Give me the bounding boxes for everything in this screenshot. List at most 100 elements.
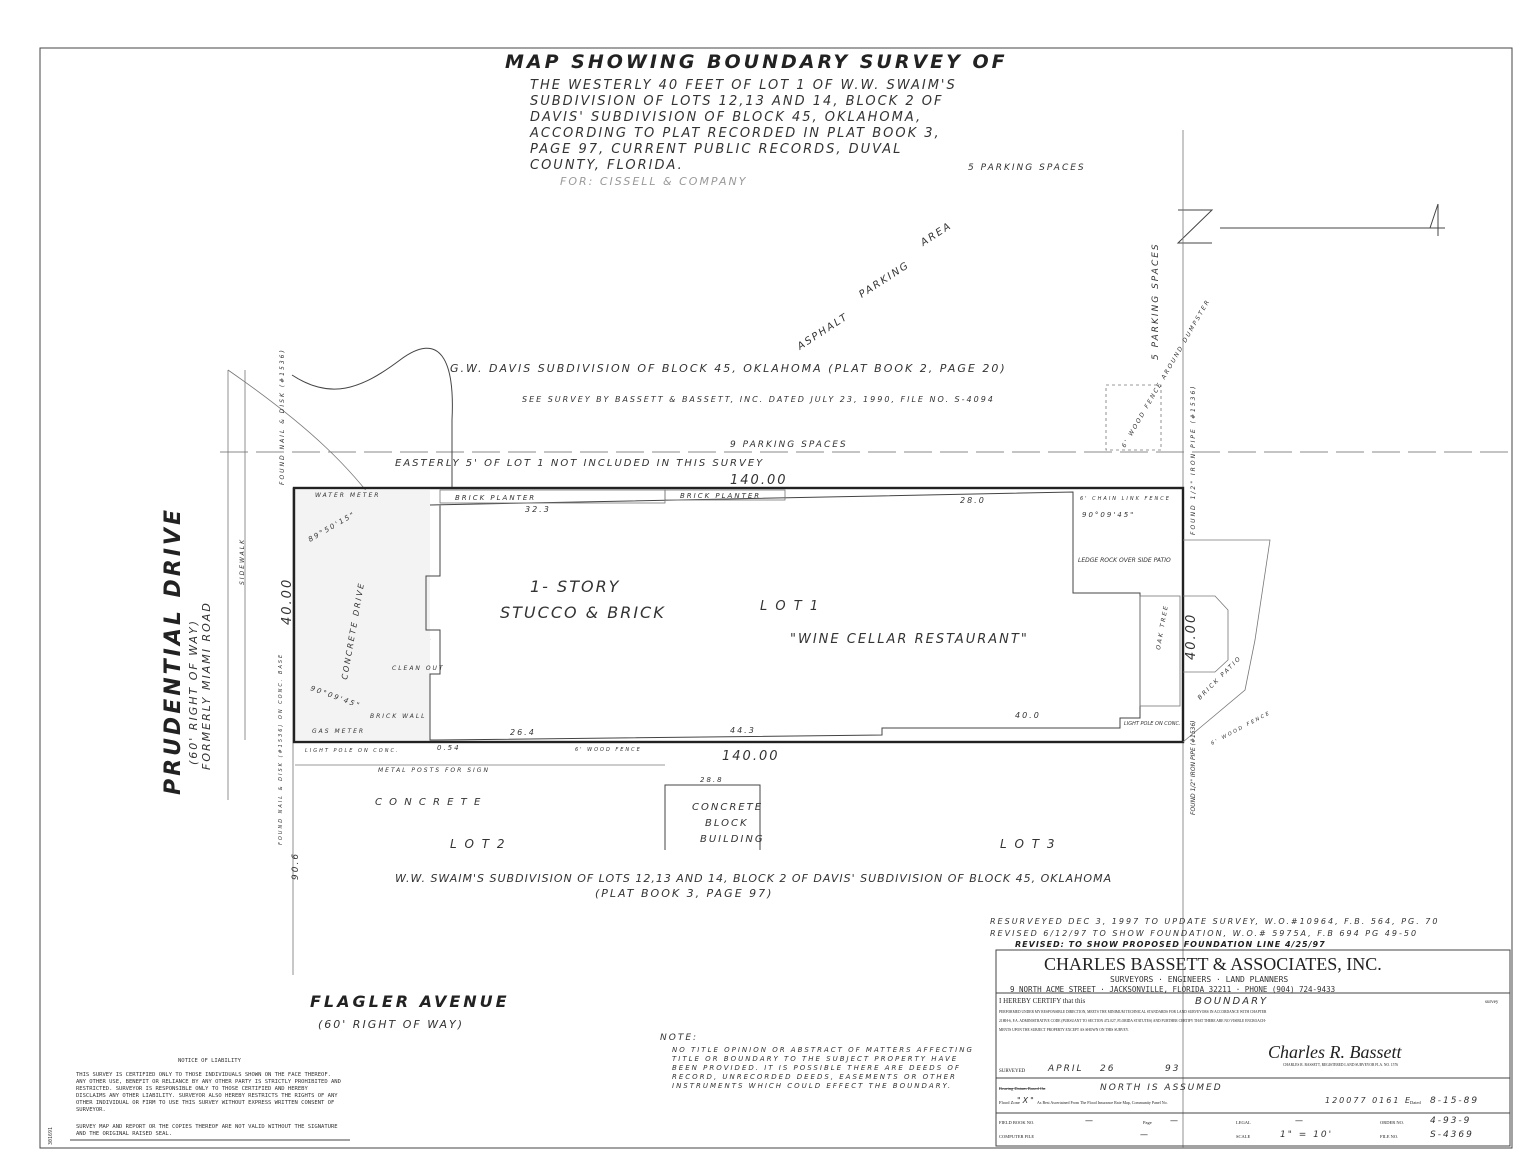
title-heading: MAP SHOWING BOUNDARY SURVEY OF xyxy=(505,51,1008,73)
title-block: CHARLES BASSETT & ASSOCIATES, INC. SURVE… xyxy=(995,949,1511,1147)
bearing-value: NORTH IS ASSUMED xyxy=(1100,1083,1223,1093)
parking-word: PARKING xyxy=(857,260,912,301)
map-title: MAP SHOWING BOUNDARY SURVEY OF THE WESTE… xyxy=(505,51,1008,188)
note-line: NO TITLE OPINION OR ABSTRACT OF MATTERS … xyxy=(672,1046,974,1054)
dim-label: 28.8 xyxy=(700,776,724,784)
registration-text: CHARLES R. BASSETT, REGISTERED LAND SURV… xyxy=(1283,1063,1398,1068)
restaurant-label: "WINE CELLAR RESTAURANT" xyxy=(790,632,1029,647)
liability-line: SURVEYOR. xyxy=(76,1107,106,1113)
dumpster-fence-label: 6' WOOD FENCE AROUND DUMPSTER xyxy=(1121,298,1212,449)
seal-note-line: SURVEY MAP AND REPORT OR THE COPIES THER… xyxy=(76,1124,338,1130)
surveyed-label: SURVEYED xyxy=(999,1069,1026,1074)
brick-planter-label: BRICK PLANTER xyxy=(680,492,761,500)
lot2-label: L O T 2 xyxy=(450,837,507,851)
north-subdivision-label: G.W. DAVIS SUBDIVISION OF BLOCK 45, OKLA… xyxy=(450,362,1007,375)
certify-suffix: survey xyxy=(1485,1000,1499,1005)
file-value: S-4369 xyxy=(1430,1130,1474,1140)
liability-line: THIS SURVEY IS CERTIFIED ONLY TO THOSE I… xyxy=(76,1072,331,1078)
title-line: PAGE 97, CURRENT PUBLIC RECORDS, DUVAL xyxy=(530,142,902,157)
light-pole-label: LIGHT POLE ON CONC. xyxy=(305,748,400,754)
revision-line: RESURVEYED DEC 3, 1997 TO UPDATE SURVEY,… xyxy=(990,917,1440,926)
parking-label-middle: 9 PARKING SPACES xyxy=(730,440,848,450)
revision-line: REVISED 6/12/97 TO SHOW FOUNDATION, W.O.… xyxy=(990,929,1418,938)
field-book: — xyxy=(1085,1116,1095,1125)
dated-label: Dated xyxy=(1410,1100,1421,1105)
concrete-block-building xyxy=(664,784,761,850)
title-note: NOTE: NO TITLE OPINION OR ABSTRACT OF MA… xyxy=(660,1033,974,1090)
liability-line: OTHER INDIVIDUAL OR FIRM TO USE THIS SUR… xyxy=(76,1100,334,1106)
liability-heading: NOTICE OF LIABILITY xyxy=(178,1058,242,1064)
light-pole-label: LIGHT POLE ON CONC. xyxy=(1124,721,1181,727)
dim-label: 32.3 xyxy=(525,505,551,514)
building-story-label: 1- STORY xyxy=(530,577,620,596)
angle-label: 90°09'45" xyxy=(1082,511,1135,519)
panel-number: 120077 0161 E xyxy=(1325,1096,1412,1105)
found-pipe-label: FOUND 1/2" IRON PIPE (#1536) xyxy=(1190,384,1197,535)
company-services: SURVEYORS · ENGINEERS · LAND PLANNERS xyxy=(1110,975,1288,984)
block-building-label: BUILDING xyxy=(700,834,765,845)
street-former-name: FORMERLY MIAMI ROAD xyxy=(200,601,213,770)
revision-line: REVISED: TO SHOW PROPOSED FOUNDATION LIN… xyxy=(1015,940,1326,949)
brick-planter xyxy=(664,489,786,501)
client-label: FOR: CISSELL & COMPANY xyxy=(560,175,748,188)
survey-type: BOUNDARY xyxy=(1195,996,1268,1007)
margin-id: 301691 xyxy=(48,1127,54,1145)
bearing-label: Bearing Datum Based On xyxy=(999,1086,1046,1091)
metal-posts-label: METAL POSTS FOR SIGN xyxy=(378,767,490,774)
surveyed-day: 26 xyxy=(1100,1064,1115,1074)
found-nail-label: FOUND NAIL & DISK (#1536) ON CONC. BASE xyxy=(278,653,284,845)
water-meter-label: WATER METER xyxy=(315,492,380,499)
lot1-label: L O T 1 xyxy=(760,599,820,614)
drawing-border xyxy=(39,47,1513,1149)
surveyor-signature: Charles R. Bassett xyxy=(1268,1042,1402,1062)
property-boundary xyxy=(292,486,1185,744)
flood-zone-label: Flood Zone xyxy=(999,1100,1020,1105)
flood-text: As Best Ascertained From The Flood Insur… xyxy=(1037,1100,1168,1106)
easterly-note: EASTERLY 5' OF LOT 1 NOT INCLUDED IN THI… xyxy=(395,458,764,469)
dim-right: 40.00 xyxy=(1184,613,1199,660)
wood-fence-label: 6' WOOD FENCE xyxy=(1210,710,1272,747)
order-label: ORDER NO. xyxy=(1380,1120,1404,1125)
page-label: Page xyxy=(1143,1120,1152,1125)
see-survey-note: SEE SURVEY BY BASSETT & BASSETT, INC. DA… xyxy=(522,395,995,404)
street-row-west: (60' RIGHT OF WAY) xyxy=(187,619,200,765)
scale-label: SCALE xyxy=(1236,1134,1251,1139)
title-line: SUBDIVISION OF LOTS 12,13 AND 14, BLOCK … xyxy=(530,94,943,109)
legal-label: LEGAL xyxy=(1236,1120,1251,1125)
revision-notes: RESURVEYED DEC 3, 1997 TO UPDATE SURVEY,… xyxy=(990,917,1440,949)
lot3-label: L O T 3 xyxy=(1000,837,1057,851)
dim-bottom: 140.00 xyxy=(722,749,780,764)
title-line: THE WESTERLY 40 FEET OF LOT 1 OF W.W. SW… xyxy=(530,78,957,93)
certify-text: PERFORMED UNDER MY RESPONSIBLE DIRECTION… xyxy=(999,1010,1267,1015)
dim-label: 0.54 xyxy=(437,744,461,752)
scale-value: 1" = 10' xyxy=(1280,1130,1333,1140)
north-arrow-icon xyxy=(1176,203,1445,244)
dim-label: 40.0 xyxy=(1015,711,1041,720)
note-line: BEEN PROVIDED. IT IS POSSIBLE THERE ARE … xyxy=(672,1064,961,1072)
parking-label-top: 5 PARKING SPACES xyxy=(968,163,1086,173)
company-address: 9 NORTH ACME STREET · JACKSONVILLE, FLOR… xyxy=(1010,985,1335,994)
street-row-south: (60' RIGHT OF WAY) xyxy=(318,1018,464,1031)
dim-label: 28.0 xyxy=(960,496,986,505)
found-pipe-label: FOUND 1/2" IRON PIPE (#1536) xyxy=(1190,720,1197,815)
surveyed-year: 93 xyxy=(1165,1064,1180,1074)
brick-planter-label: BRICK PLANTER xyxy=(455,494,536,502)
seal-note-line: AND THE ORIGINAL RAISED SEAL. xyxy=(76,1131,172,1137)
found-nail-label: FOUND NAIL & DISK (#1536) xyxy=(279,348,286,485)
south-subdivision-label: W.W. SWAIM'S SUBDIVISION OF LOTS 12,13 A… xyxy=(395,872,1112,885)
wood-fence-right xyxy=(1182,539,1271,743)
oak-tree-label: OAK TREE xyxy=(1155,604,1170,651)
chain-link-label: 6' CHAIN LINK FENCE xyxy=(1080,496,1171,502)
brick-patio-label: BRICK PATIO xyxy=(1196,655,1243,702)
asphalt-word: ASPHALT xyxy=(795,311,851,353)
legal-value: — xyxy=(1295,1116,1305,1125)
field-book-label: FIELD BOOK NO. xyxy=(999,1120,1034,1125)
gas-meter-label: GAS METER xyxy=(312,728,365,735)
flood-zone: "X" xyxy=(1017,1096,1036,1105)
concrete-drive-area xyxy=(295,490,430,740)
brick-wall-label: BRICK WALL xyxy=(370,713,427,720)
dated-value: 8-15-89 xyxy=(1430,1096,1479,1106)
dim-label: 44.3 xyxy=(730,726,756,735)
dim-label: 90.6 xyxy=(291,852,301,880)
block-building-label: BLOCK xyxy=(705,818,749,829)
